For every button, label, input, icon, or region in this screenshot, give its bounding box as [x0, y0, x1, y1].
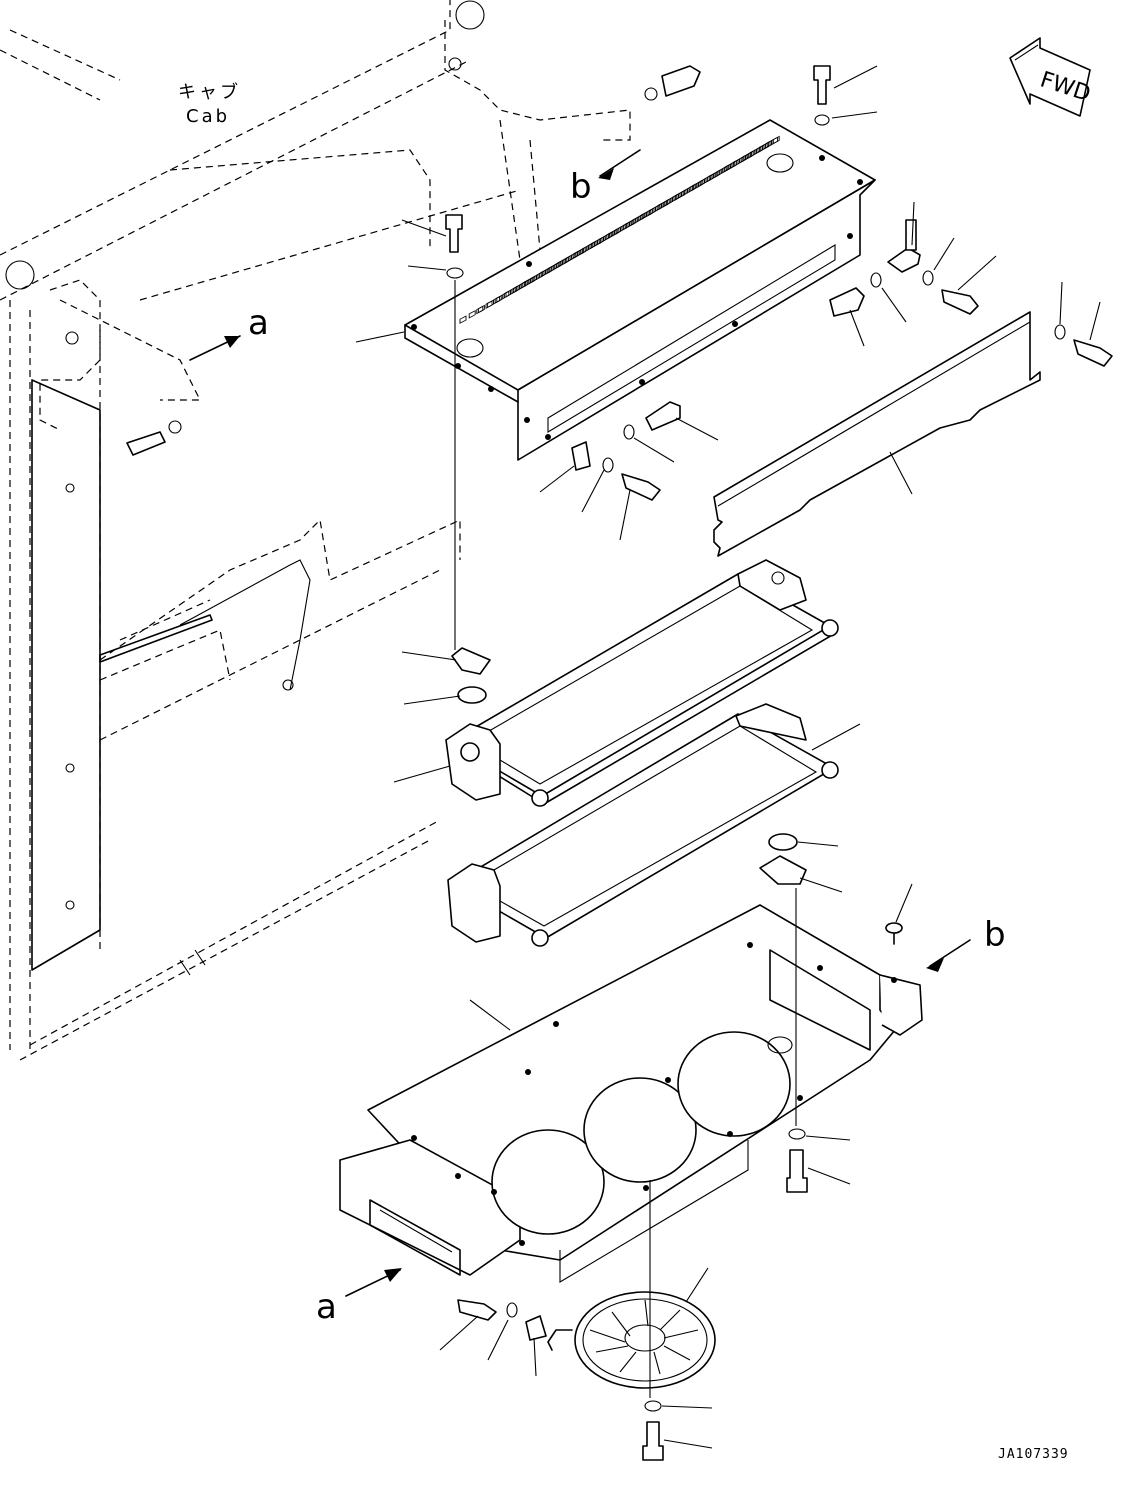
perforation-hole [627, 219, 635, 228]
perforation-hole [569, 252, 577, 261]
perforation-hole [552, 261, 560, 271]
view-a-arrow-top [189, 335, 241, 361]
cover-bracket-right [829, 219, 979, 317]
perforation-hole [593, 238, 601, 247]
perforation-hole [459, 315, 467, 324]
perforation-hole [502, 290, 510, 300]
perforation-hole [761, 142, 769, 151]
housing-bolt-right [786, 1128, 808, 1193]
fan-motor [457, 1291, 716, 1461]
view-a-label-bottom: a [316, 1287, 337, 1327]
perforation-hole [586, 242, 594, 252]
fwd-arrow [1009, 37, 1091, 117]
perforation-hole [745, 151, 753, 161]
perforated-top-cover [404, 119, 876, 461]
drawing-code: JA107339 [998, 1447, 1069, 1462]
perforation-hole [711, 170, 719, 180]
view-b-arrow-right [926, 939, 971, 972]
perforation-hole [610, 228, 618, 238]
perforation-hole [560, 257, 568, 267]
view-b-arrow-top [598, 149, 641, 180]
perforation-hole [754, 146, 762, 155]
cover-bracket-front [571, 401, 681, 501]
perforation-hole [653, 204, 661, 213]
fan-housing [339, 904, 923, 1283]
perforation-hole [535, 271, 543, 281]
perforation-hole [476, 305, 484, 315]
cab-label-en: Cab [186, 106, 230, 127]
cab-frame [0, 0, 631, 1061]
housing-screw [885, 922, 903, 945]
alignment-lines [454, 280, 797, 1398]
cab-hinge-bolt-upper [644, 65, 701, 101]
perforation-hole [687, 184, 695, 194]
perforation-hole [771, 136, 779, 146]
perforation-hole [519, 281, 527, 290]
perforation-hole [526, 276, 534, 286]
perforation-hole [661, 199, 669, 209]
cover-bolt-left [445, 214, 464, 279]
cover-bolt-top [813, 65, 831, 126]
perforation-hole [737, 155, 745, 165]
cab-hinge-bolt-lower [126, 420, 182, 456]
cab-label-jp: キャブ [178, 81, 241, 103]
perforation-hole [543, 267, 551, 276]
perforation-hole [619, 223, 627, 232]
cooler-upper [445, 559, 839, 807]
perforation-hole [603, 232, 611, 242]
perforation-hole [577, 247, 585, 257]
side-strip-plate [713, 311, 1113, 557]
perforation-hole [728, 161, 736, 170]
view-a-arrow-bottom [345, 1268, 402, 1297]
perforation-hole [670, 194, 678, 204]
leader-lines [355, 65, 1101, 1449]
view-a-label-top: a [248, 303, 269, 343]
perforation-hole [485, 300, 493, 309]
perforation-hole [509, 286, 517, 296]
perforation-hole [493, 296, 501, 305]
perforation-hole [694, 180, 702, 190]
perforation-hole [703, 175, 711, 184]
perforation-hole [677, 190, 685, 199]
perforation-hole [644, 209, 652, 218]
view-b-label-top: b [570, 167, 592, 207]
perforation-grid [459, 135, 780, 324]
perforation-hole [636, 213, 644, 223]
perforation-hole [468, 310, 476, 319]
perforation-hole [720, 165, 728, 175]
cooler-lower [447, 703, 839, 947]
view-b-label-right: b [984, 915, 1006, 955]
